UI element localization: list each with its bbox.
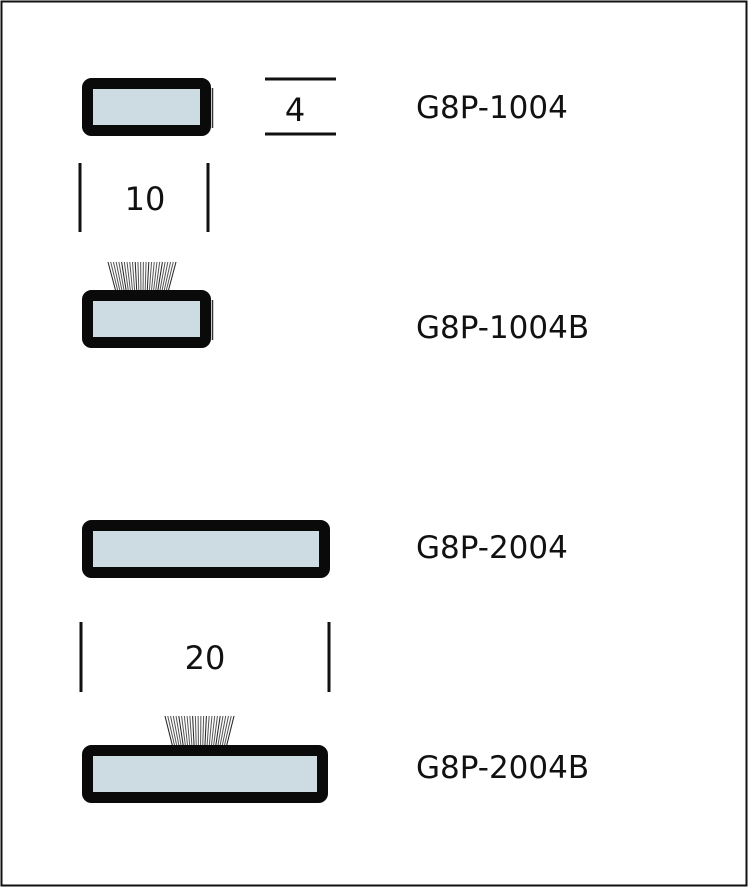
bristle: [202, 715, 205, 749]
bristle: [210, 715, 216, 749]
bristle: [186, 715, 191, 749]
bristle: [212, 715, 218, 749]
brush-bristles: [107, 261, 177, 293]
dimension-label-10: 10: [125, 180, 166, 218]
profile-label-g8p-2004: G8P-2004: [416, 530, 568, 566]
bristle: [183, 715, 189, 749]
profile-label-g8p-1004: G8P-1004: [416, 90, 568, 126]
bristle: [146, 261, 150, 293]
bristle: [123, 261, 129, 293]
bristle: [112, 261, 121, 293]
bristle: [223, 715, 232, 749]
bristle: [178, 715, 185, 749]
bristle: [131, 261, 136, 293]
bristle: [134, 261, 138, 293]
dimension-width-10: 10: [78, 163, 210, 232]
bristle: [167, 261, 177, 293]
bristle: [170, 715, 178, 749]
profile-label-g8p-2004b: G8P-2004B: [416, 750, 589, 786]
profile-g8p-1004: [82, 78, 214, 136]
bristle: [137, 261, 140, 293]
bristle: [208, 715, 213, 749]
bristle: [181, 715, 187, 749]
bristle: [148, 261, 153, 293]
bristle: [167, 715, 176, 749]
bristle: [155, 261, 161, 293]
bristle: [225, 715, 235, 749]
bristle: [165, 261, 174, 293]
bristle: [126, 261, 132, 293]
bristle: [118, 261, 125, 293]
bristle: [163, 261, 172, 293]
bristle: [129, 261, 134, 293]
bristle: [189, 715, 193, 749]
bristle: [214, 715, 221, 749]
bristle: [217, 715, 224, 749]
dimension-height-4: 4: [265, 77, 336, 136]
bristle: [219, 715, 227, 749]
bristle: [150, 261, 155, 293]
bristle: [121, 261, 127, 293]
bristle: [164, 715, 174, 749]
profile-label-g8p-1004b: G8P-1004B: [416, 310, 589, 346]
bristle: [159, 261, 166, 293]
bristle: [194, 715, 197, 749]
bristle: [152, 261, 158, 293]
profile-g8p-1004b: [82, 261, 214, 348]
profile-g8p-2004b: [82, 715, 328, 803]
bristle: [107, 261, 117, 293]
bristle: [172, 715, 180, 749]
brush-bristles: [164, 715, 235, 749]
dimension-label-20: 20: [185, 639, 226, 677]
bristle: [110, 261, 119, 293]
profile-g8p-2004: [82, 520, 330, 578]
bristle: [115, 261, 123, 293]
bristle: [157, 261, 163, 293]
bristle: [192, 715, 195, 749]
bristle: [144, 261, 147, 293]
bristle: [175, 715, 182, 749]
dimension-width-20: 20: [79, 622, 331, 692]
bristle: [221, 715, 229, 749]
bristle: [161, 261, 169, 293]
dimension-label-4: 4: [285, 91, 305, 129]
bristle: [204, 715, 207, 749]
bristle: [206, 715, 210, 749]
